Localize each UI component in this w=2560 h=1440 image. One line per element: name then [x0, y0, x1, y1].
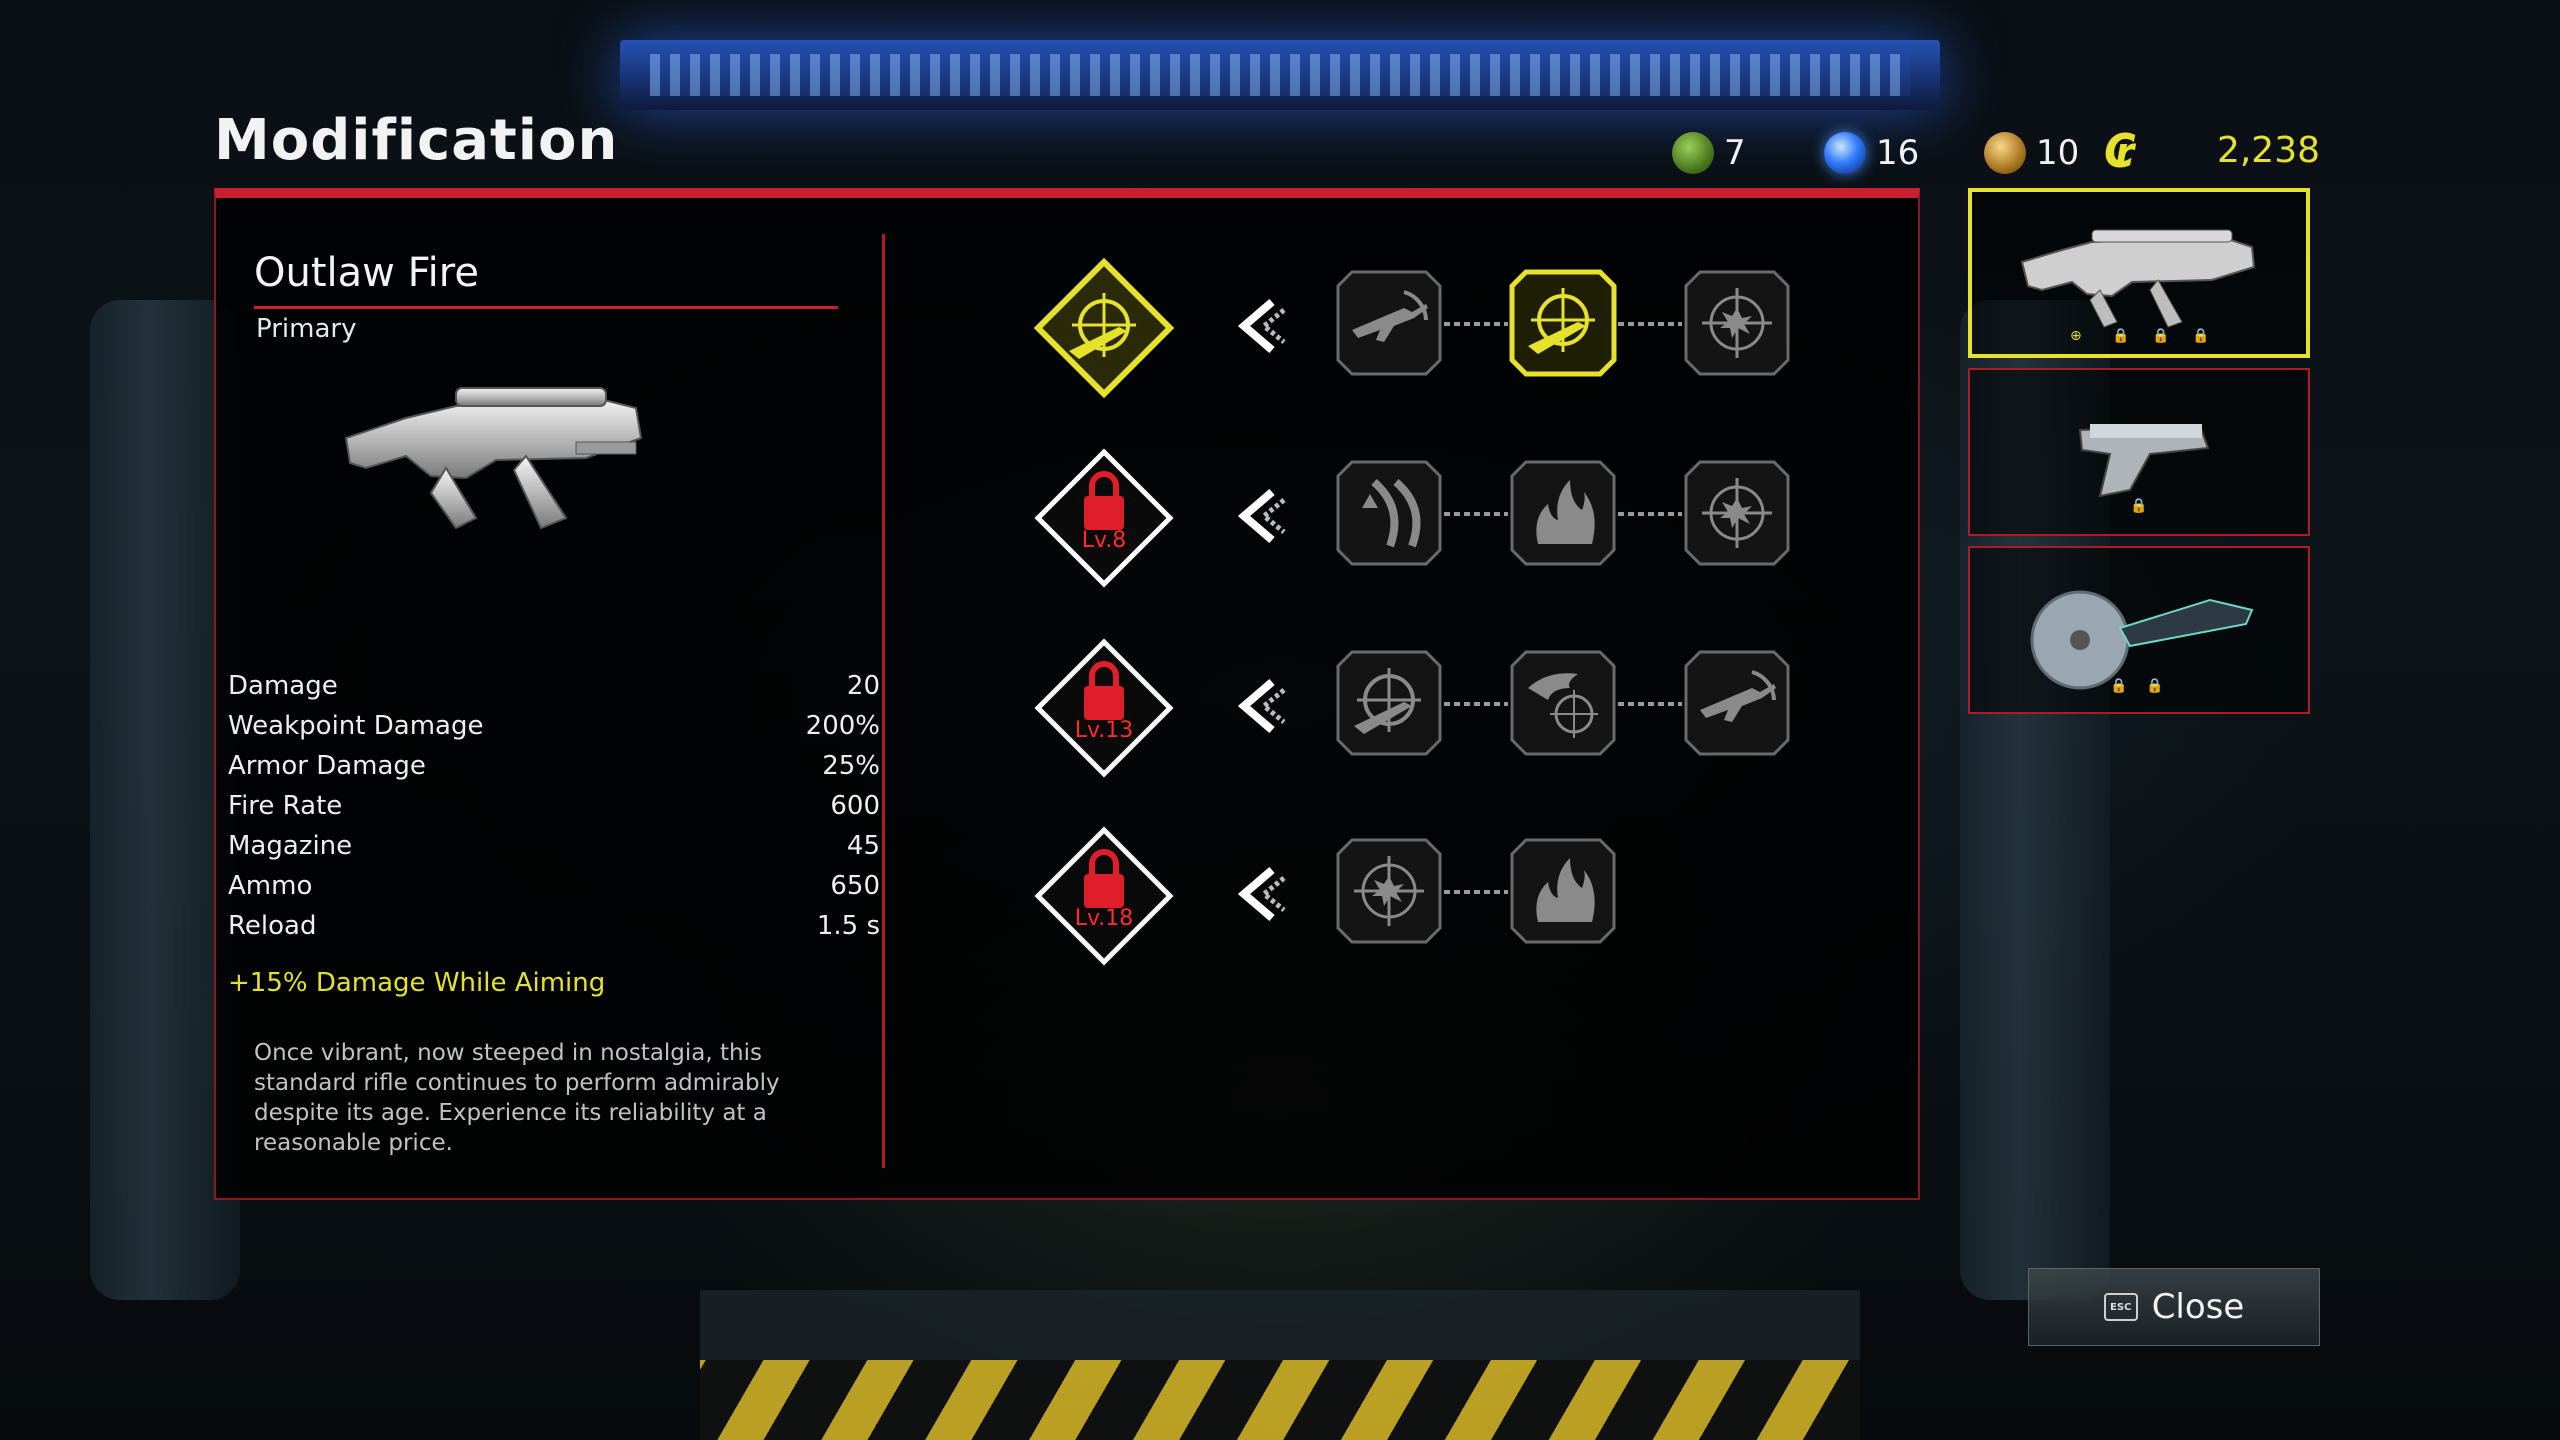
unlock-level-label: Lv.13 — [1074, 718, 1134, 743]
currency-green-ore: 7 — [1672, 126, 1746, 180]
mod-node-rifle-icon[interactable] — [1334, 268, 1444, 378]
stat-row-weakpoint-damage: Weakpoint Damage 200% — [228, 706, 880, 746]
sawblade-weapon-thumbnail: 🔒🔒 — [2030, 590, 2254, 694]
unlock-level-label: Lv.8 — [1081, 528, 1127, 553]
stat-row-ammo: Ammo 650 — [228, 866, 880, 906]
mod-node-fire-icon[interactable] — [1508, 836, 1618, 946]
weapon-description: Once vibrant, now steeped in nostalgia, … — [254, 1040, 780, 1156]
mod-tier-4: Lv.18 — [1034, 816, 1914, 976]
stat-value: 600 — [830, 791, 880, 821]
panel-divider — [882, 234, 885, 1168]
weapon-stats: Damage 20 Weakpoint Damage 200% Armor Da… — [228, 666, 880, 946]
stat-label: Fire Rate — [228, 791, 343, 821]
stat-value: 1.5 s — [816, 911, 880, 941]
lock-icon — [1034, 448, 1174, 588]
stat-value: 20 — [846, 671, 880, 701]
weapon-name: Outlaw Fire — [254, 250, 479, 296]
mod-node-fire-icon[interactable] — [1508, 458, 1618, 568]
credits-value: 2,238 — [2216, 130, 2320, 171]
mod-link — [1618, 322, 1682, 326]
chevron-left-icon — [1237, 298, 1286, 354]
stat-row-armor-damage: Armor Damage 25% — [228, 746, 880, 786]
stat-value: 650 — [830, 871, 880, 901]
hangar-floor-stripes — [700, 1290, 1860, 1440]
lock-icon — [1034, 826, 1174, 966]
primary-weapon-thumbnail: ⊕ 🔒 🔒 🔒 — [2020, 229, 2256, 344]
mod-link — [1444, 322, 1508, 326]
stat-label: Armor Damage — [228, 751, 426, 781]
mod-node-impact-crosshair-icon[interactable] — [1682, 268, 1792, 378]
close-button[interactable]: ESC Close — [2028, 1268, 2320, 1346]
stat-row-damage: Damage 20 — [228, 666, 880, 706]
weapon-name-divider — [254, 306, 838, 309]
credits-icon: ₢ — [2104, 124, 2137, 178]
modification-panel: Outlaw Fire Primary Damage 20 Weakpoint … — [214, 188, 1920, 1200]
chevron-left-icon — [1237, 678, 1286, 734]
currency-value: 7 — [1724, 133, 1746, 173]
esc-key-icon: ESC — [2103, 1293, 2138, 1321]
mod-link — [1618, 512, 1682, 516]
mod-tier-3: Lv.13 — [1034, 628, 1914, 788]
svg-text:⊕: ⊕ — [2070, 328, 2082, 344]
stat-row-reload: Reload 1.5 s — [228, 906, 880, 946]
stat-label: Magazine — [228, 831, 353, 861]
lock-icon — [1034, 638, 1174, 778]
stat-label: Reload — [228, 911, 317, 941]
weapon-preview-image — [344, 387, 643, 530]
stat-row-fire-rate: Fire Rate 600 — [228, 786, 880, 826]
mod-tier-1 — [1034, 248, 1914, 408]
currency-value: 10 — [2036, 133, 2080, 173]
stat-value: 200% — [805, 711, 880, 741]
active-mod-crosshair-icon — [1034, 258, 1174, 398]
svg-text:🔒: 🔒 — [2110, 678, 2127, 694]
mod-tier-2: Lv.8 — [1034, 438, 1914, 598]
stat-label: Weakpoint Damage — [228, 711, 484, 741]
mod-link — [1618, 702, 1682, 706]
gold-gear-icon — [1984, 132, 2026, 174]
weapon-slot-primary[interactable]: ⊕ 🔒 🔒 🔒 — [1968, 188, 2310, 358]
mod-node-rifle-icon[interactable] — [1682, 648, 1792, 758]
mod-node-crosshair-rifle-icon[interactable] — [1334, 648, 1444, 758]
svg-text:🔒: 🔒 — [2130, 498, 2147, 514]
mod-node-magazine-icon[interactable] — [1334, 458, 1444, 568]
weapon-slot-secondary[interactable]: 🔒 — [1968, 368, 2310, 536]
mod-link — [1444, 702, 1508, 706]
mod-link — [1444, 890, 1508, 894]
mod-node-impact-crosshair-icon[interactable] — [1334, 836, 1444, 946]
stat-row-magazine: Magazine 45 — [228, 826, 880, 866]
mod-node-crosshair-rifle-icon[interactable] — [1508, 268, 1618, 378]
currency-blue-orb: 16 — [1824, 126, 1919, 180]
weapon-type: Primary — [256, 314, 357, 344]
svg-text:🔒: 🔒 — [2192, 328, 2209, 344]
stat-label: Ammo — [228, 871, 313, 901]
weapon-bonus: +15% Damage While Aiming — [228, 968, 606, 998]
page-title: Modification — [214, 108, 619, 173]
chevron-left-icon — [1237, 866, 1286, 922]
blue-orb-icon — [1824, 132, 1866, 174]
stat-value: 25% — [822, 751, 880, 781]
stat-label: Damage — [228, 671, 338, 701]
svg-text:🔒: 🔒 — [2152, 328, 2169, 344]
unlock-level-label: Lv.18 — [1074, 906, 1134, 931]
ceiling-light — [620, 40, 1940, 110]
stat-value: 45 — [846, 831, 880, 861]
mod-node-impact-crosshair-icon[interactable] — [1682, 458, 1792, 568]
mod-node-eagle-crosshair-icon[interactable] — [1508, 648, 1618, 758]
secondary-weapon-thumbnail: 🔒 — [2078, 424, 2210, 514]
close-label: Close — [2151, 1287, 2245, 1327]
svg-text:🔒: 🔒 — [2112, 328, 2129, 344]
currency-gold-gear: 10 — [1984, 126, 2079, 180]
svg-text:🔒: 🔒 — [2146, 678, 2163, 694]
mod-link — [1444, 512, 1508, 516]
currency-value: 16 — [1876, 133, 1920, 173]
green-ore-icon — [1672, 132, 1714, 174]
weapon-slot-melee[interactable]: 🔒🔒 — [1968, 546, 2310, 714]
chevron-left-icon — [1237, 488, 1286, 544]
